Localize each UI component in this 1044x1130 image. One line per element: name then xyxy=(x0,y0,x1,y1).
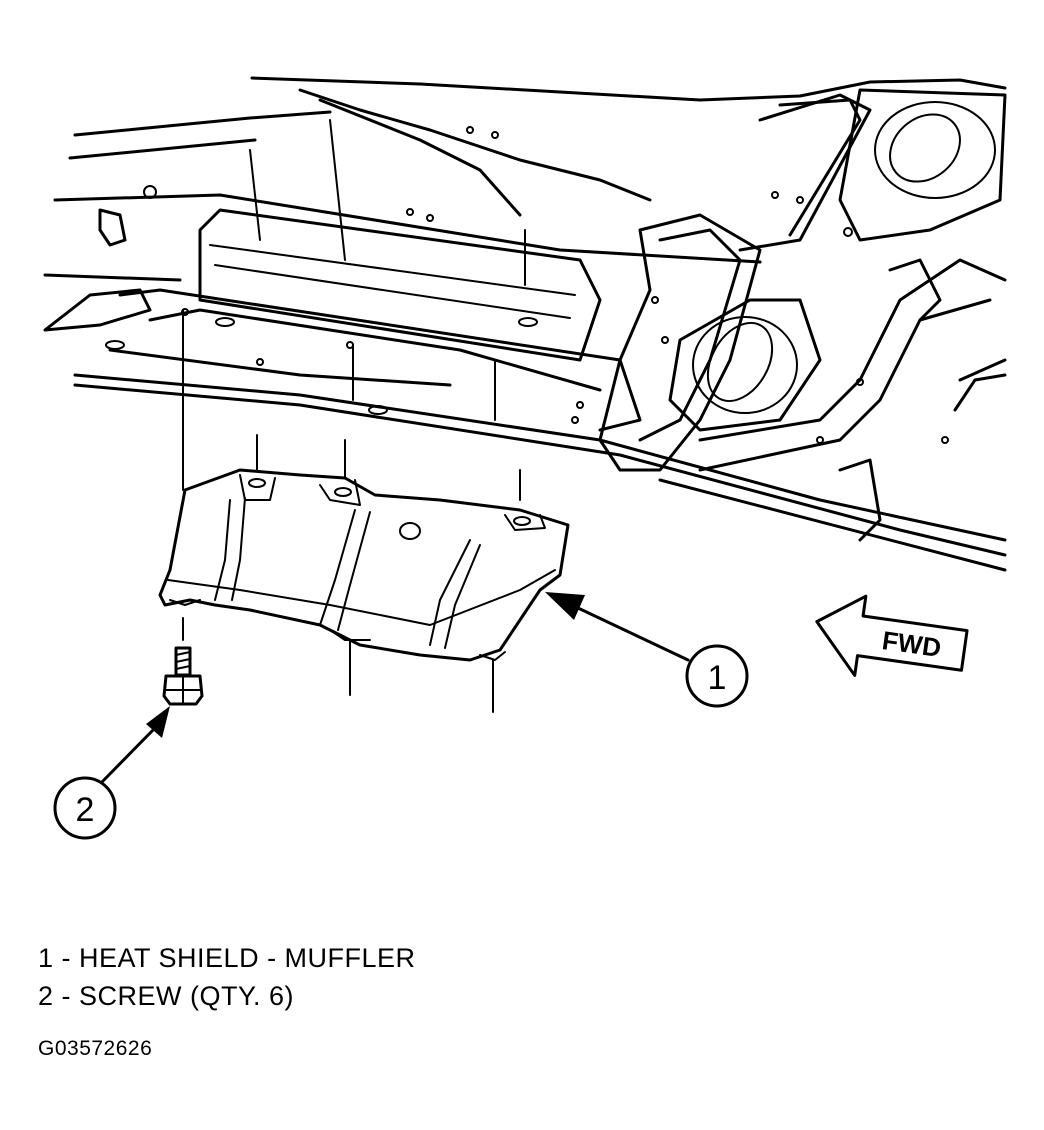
screw xyxy=(162,646,204,706)
callout-2-number: 2 xyxy=(76,791,95,829)
callout-1-number: 1 xyxy=(708,659,727,697)
legend-item-1: 1 - HEAT SHIELD - MUFFLER xyxy=(38,943,416,973)
callout-2: 2 xyxy=(53,776,117,840)
leader-arrows xyxy=(98,592,690,786)
vehicle-underbody xyxy=(43,76,1007,572)
alignment-lines xyxy=(182,229,526,713)
callout-1: 1 xyxy=(685,644,749,708)
forward-arrow: FWD xyxy=(815,594,969,677)
underbody-diagram: 1 2 FWD xyxy=(43,76,1007,840)
legend-item-2: 2 - SCREW (QTY. 6) xyxy=(38,981,295,1011)
heat-shield xyxy=(158,468,570,662)
figure-id: G03572626 xyxy=(38,1037,153,1060)
